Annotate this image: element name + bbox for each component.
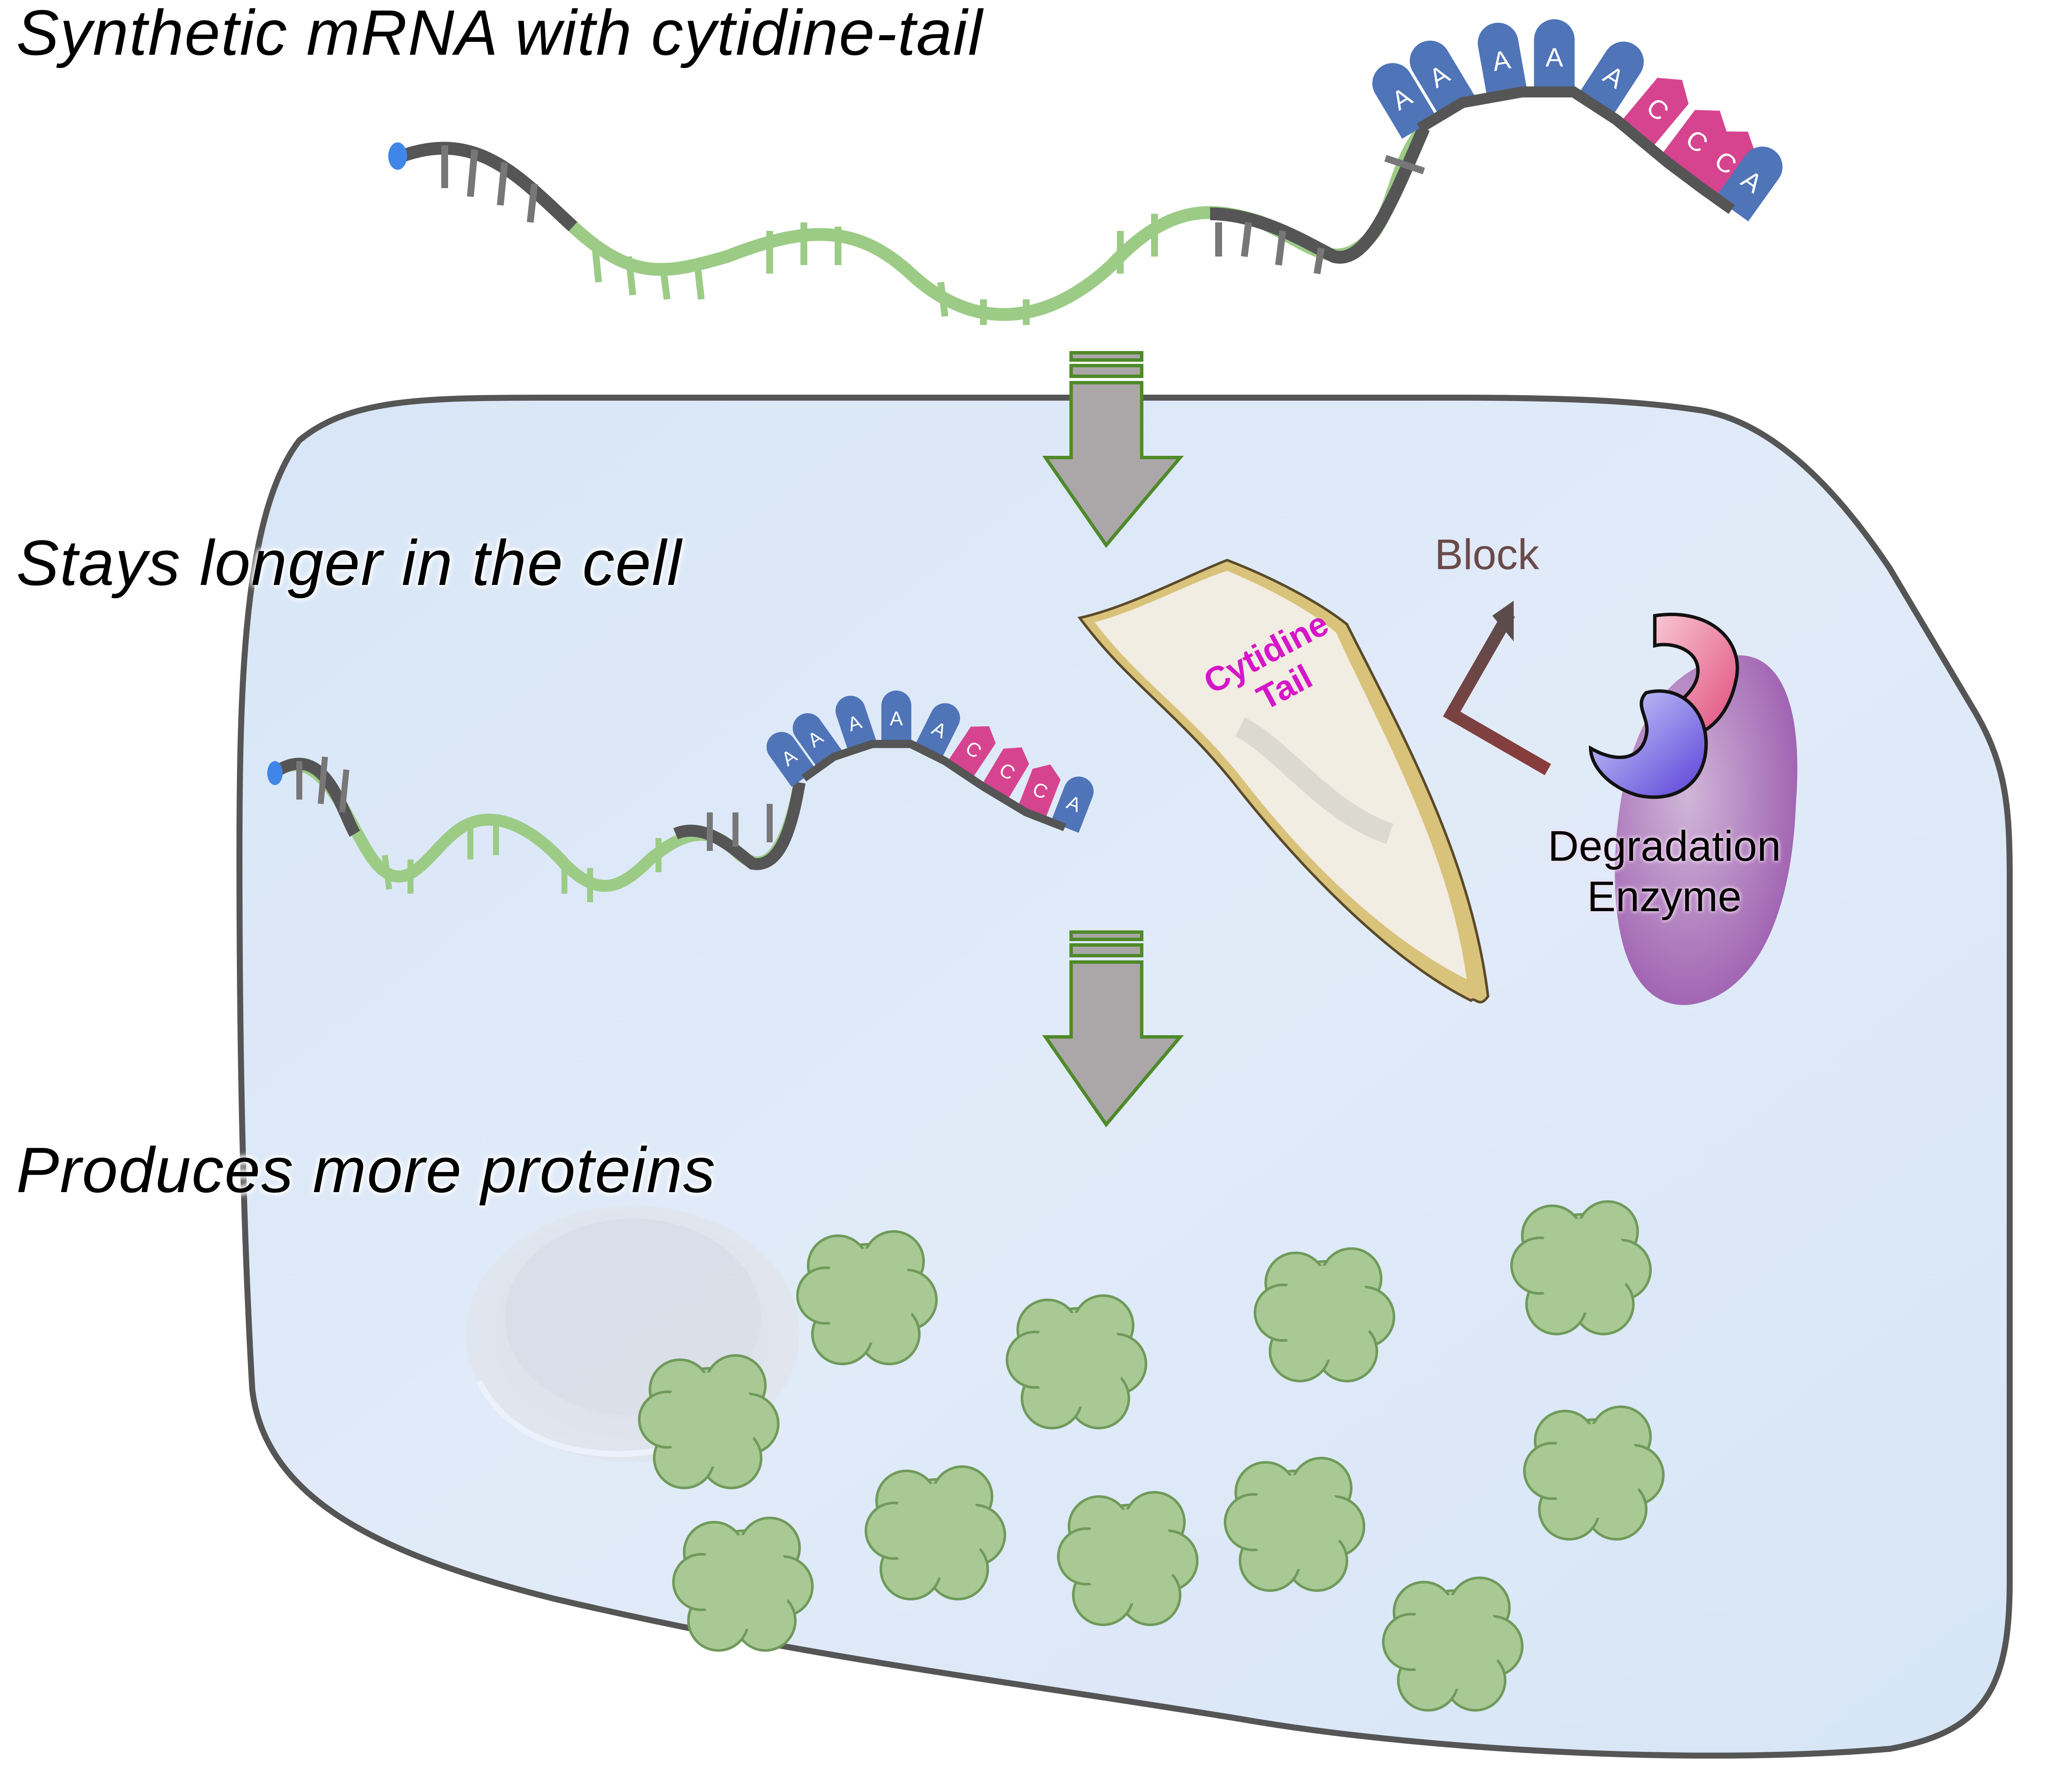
cytidine-tile: C [981, 747, 1029, 801]
adenine-tile: A [1534, 19, 1575, 92]
down-arrow-2 [1042, 930, 1184, 1128]
five-prime-cap-icon [267, 761, 283, 785]
shield-icon [1077, 558, 1490, 1004]
protein-icon [1510, 1200, 1652, 1335]
adenine-tile: A [793, 713, 842, 768]
adenine-tile: A [1372, 63, 1437, 139]
down-arrow-1 [1042, 351, 1184, 548]
degradation-enzyme-icon [1589, 612, 1798, 1005]
adenine-tile: A [1715, 146, 1783, 221]
block-arrow-icon [1443, 601, 1551, 775]
adenine-tile: A [1410, 41, 1475, 116]
enzyme-label: Degradation Enzyme [1548, 821, 1781, 922]
protein-group [638, 1200, 1665, 1712]
svg-text:A: A [1545, 43, 1563, 73]
adenine-tile: A [1051, 776, 1094, 833]
protein-icon [1057, 1491, 1199, 1626]
enzyme-label-line1: Degradation [1548, 822, 1781, 870]
protein-icon [1254, 1247, 1395, 1382]
mrna-top [388, 124, 1430, 325]
protein-icon [1006, 1294, 1147, 1429]
heading-produces-proteins: Produces more proteins [16, 1134, 716, 1206]
protein-icon [796, 1230, 938, 1365]
adenine-tile: A [881, 691, 912, 744]
adenine-tile: A [914, 703, 960, 759]
mrna-middle [267, 756, 806, 902]
protein-icon [865, 1465, 1006, 1600]
svg-text:A: A [890, 707, 903, 729]
adenine-tile: A [1578, 41, 1644, 117]
adenine-tile: A [836, 696, 877, 752]
heading-synthetic-mrna: Synthetic mRNA with cytidine-tail [16, 0, 983, 68]
adenine-tile: A [1478, 23, 1527, 98]
protein-icon [1224, 1457, 1365, 1592]
protein-icon [1382, 1576, 1524, 1712]
heading-stays-longer: Stays longer in the cell [16, 527, 682, 599]
protein-icon [638, 1354, 780, 1489]
block-label: Block [1435, 531, 1539, 579]
protein-icon [1523, 1405, 1665, 1541]
protein-icon [672, 1517, 814, 1652]
cytidine-tile: C [1017, 764, 1061, 820]
adenine-tile: A [766, 732, 816, 787]
five-prime-cap-icon [388, 142, 407, 170]
enzyme-label-line2: Enzyme [1587, 873, 1742, 921]
